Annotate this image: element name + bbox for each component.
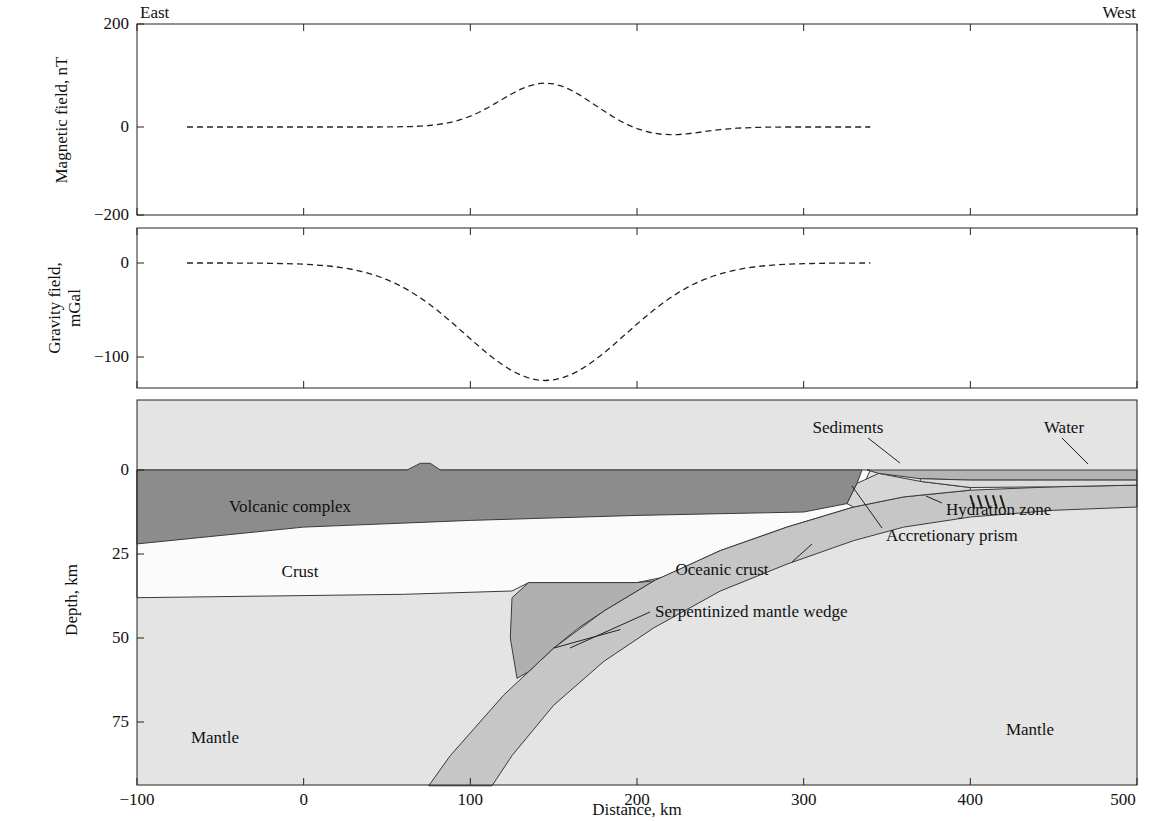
tick-label: 75 [112, 712, 129, 732]
region-label: Hydration zone [946, 500, 1051, 520]
tick-label: 200 [104, 14, 130, 34]
y-tick [137, 263, 144, 264]
tick-label: 0 [121, 460, 130, 480]
serpentinized-wedge [510, 581, 653, 678]
x-tick [1137, 24, 1138, 31]
sediment-layer [920, 479, 1137, 488]
x-tick [1137, 208, 1138, 215]
y-tick [137, 470, 144, 471]
tick-label: 25 [112, 544, 129, 564]
x-tick [470, 228, 471, 235]
x-tick [137, 228, 138, 235]
tick-label: 100 [458, 790, 484, 810]
y-tick [137, 215, 144, 216]
x-tick [303, 24, 304, 31]
tick-label: 0 [299, 790, 308, 810]
wedge-boundary [554, 630, 621, 648]
region-label: Water [1044, 418, 1084, 438]
y-tick [137, 638, 144, 639]
x-tick [470, 24, 471, 31]
section-frame [137, 400, 1137, 785]
tick-label: −100 [119, 790, 154, 810]
region-label: Accretionary prism [886, 526, 1018, 546]
water-layer [867, 470, 1137, 480]
x-tick [637, 778, 638, 785]
tick-label: 0 [121, 253, 130, 273]
x-tick [970, 381, 971, 388]
region-label: Oceanic crust [676, 560, 769, 580]
x-tick [803, 381, 804, 388]
x-tick [303, 208, 304, 215]
chart-frame [137, 228, 1137, 388]
x-tick [303, 778, 304, 785]
direction-label: East [140, 3, 169, 23]
x-tick [803, 778, 804, 785]
magnetic-profile [187, 83, 870, 135]
x-tick [970, 208, 971, 215]
y-tick [137, 357, 144, 358]
region-label: Serpentinized mantle wedge [655, 602, 855, 622]
x-tick [803, 228, 804, 235]
x-tick [303, 228, 304, 235]
x-tick [137, 381, 138, 388]
tick-label: 300 [791, 790, 817, 810]
x-tick [1137, 778, 1138, 785]
region-label: Sediments [813, 418, 884, 438]
tick-label: 50 [112, 628, 129, 648]
tick-label: −200 [94, 205, 129, 225]
x-tick [1137, 228, 1138, 235]
x-tick [970, 24, 971, 31]
x-tick [970, 228, 971, 235]
x-tick [637, 24, 638, 31]
y-tick [137, 722, 144, 723]
leader-line [852, 486, 882, 528]
x-tick [803, 24, 804, 31]
axis-title: Magnetic field, nT [52, 55, 72, 185]
tick-label: 500 [1110, 790, 1136, 810]
region-label: Volcanic complex [229, 497, 351, 517]
tick-label: −100 [94, 347, 129, 367]
axis-title: Depth, km [62, 564, 82, 636]
x-tick [137, 778, 138, 785]
y-tick [137, 554, 144, 555]
leader-line [570, 612, 650, 648]
tick-label: 0 [121, 117, 130, 137]
chart-frame [137, 24, 1137, 215]
region-label: Crust [282, 562, 319, 582]
axis-title: Distance, km [592, 800, 682, 820]
region-label: Mantle [1006, 720, 1054, 740]
leader-line [1062, 438, 1088, 464]
region-label: Mantle [191, 728, 239, 748]
x-tick [803, 208, 804, 215]
y-tick [137, 127, 144, 128]
leader-line [868, 438, 900, 463]
x-tick [470, 778, 471, 785]
leader-line [926, 496, 942, 503]
axis-title: Gravity field, mGal [45, 248, 84, 368]
x-tick [137, 208, 138, 215]
direction-label: West [1102, 3, 1136, 23]
x-tick [303, 381, 304, 388]
y-tick [137, 24, 144, 25]
x-tick [637, 208, 638, 215]
x-tick [470, 381, 471, 388]
x-tick [137, 24, 138, 31]
mantle-region [137, 400, 1137, 785]
oceanic-crust-slab [429, 485, 1137, 786]
gravity-profile [187, 263, 870, 381]
volcanic-complex-region [137, 463, 862, 544]
leader-line [792, 544, 812, 562]
x-tick [470, 208, 471, 215]
tick-label: 400 [958, 790, 984, 810]
x-tick [637, 381, 638, 388]
x-tick [637, 228, 638, 235]
x-tick [1137, 381, 1138, 388]
x-tick [970, 778, 971, 785]
